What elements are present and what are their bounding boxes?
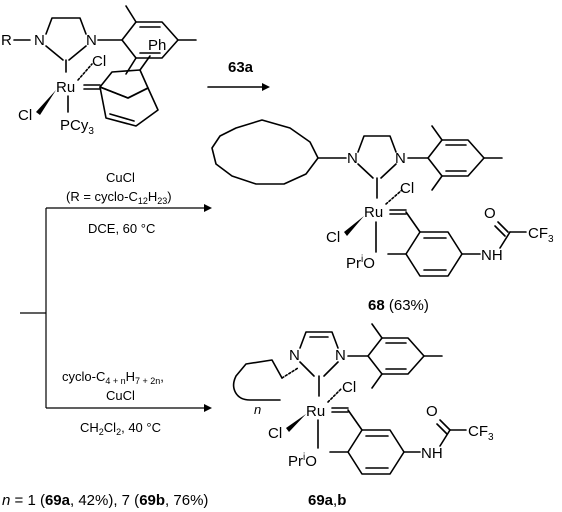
product-69-structure: n N N Ru Cl Cl PriO NH O [232, 323, 494, 475]
chloride-label: Cl [268, 425, 282, 442]
product-68-caption: 68 (63%) [368, 297, 429, 314]
condition-solvent-temp: CH2Cl2, 40 °C [80, 420, 161, 437]
product-69-caption: 69a,b [308, 492, 346, 509]
starting-complex: R N N Ru Cl Cl PCy3 Ph [1, 5, 197, 137]
condition-catalyst: CuCl [106, 170, 135, 185]
chloride-label: Cl [18, 107, 32, 124]
isopropoxy-label: PriO [288, 452, 317, 470]
trifluoromethyl-label: CF3 [468, 423, 494, 443]
upper-conditions: CuCl (R = cyclo-C12H23) DCE, 60 °C [66, 170, 172, 236]
amide-nh-label: NH [421, 445, 443, 462]
phenyl-label: Ph [148, 37, 166, 54]
yield-footnote: n = 1 (69a, 42%), 7 (69b, 76%) [2, 492, 208, 509]
trifluoromethyl-label: CF3 [528, 225, 554, 245]
nitrogen-label: N [395, 150, 406, 167]
carbonyl-oxygen-label: O [484, 205, 496, 222]
carbonyl-oxygen-label: O [426, 403, 438, 420]
ruthenium-label: Ru [56, 79, 75, 96]
ruthenium-label: Ru [364, 204, 383, 221]
chloride-label: Cl [400, 180, 414, 197]
chloride-label: Cl [326, 229, 340, 246]
branch-bracket [20, 204, 212, 412]
condition-solvent-temp: DCE, 60 °C [88, 221, 155, 236]
nitrogen-label: N [347, 150, 358, 167]
ruthenium-label: Ru [306, 403, 325, 420]
nitrogen-label: N [289, 347, 300, 364]
lower-conditions: cyclo-C4 + nH7 + 2n, CuCl CH2Cl2, 40 °C [62, 369, 164, 437]
reagent-arrow: 63a [207, 59, 270, 91]
product-68-structure: N N Ru Cl Cl PriO NH O [211, 119, 554, 277]
r-group-label: R [1, 32, 12, 49]
condition-r-definition: (R = cyclo-C12H23) [66, 189, 172, 206]
condition-cycloalkyl: cyclo-C4 + nH7 + 2n, [62, 369, 164, 386]
isopropoxy-label: PriO [346, 254, 375, 272]
nitrogen-label: N [335, 347, 346, 364]
pcy3-label: PCy3 [60, 117, 94, 137]
chloride-label: Cl [342, 379, 356, 396]
nitrogen-label: N [86, 32, 97, 49]
condition-catalyst: CuCl [106, 388, 135, 403]
reagent-label: 63a [228, 59, 254, 76]
nitrogen-label: N [34, 32, 45, 49]
ring-size-label: n [254, 402, 261, 417]
chloride-label: Cl [92, 53, 106, 70]
amide-nh-label: NH [481, 247, 503, 264]
